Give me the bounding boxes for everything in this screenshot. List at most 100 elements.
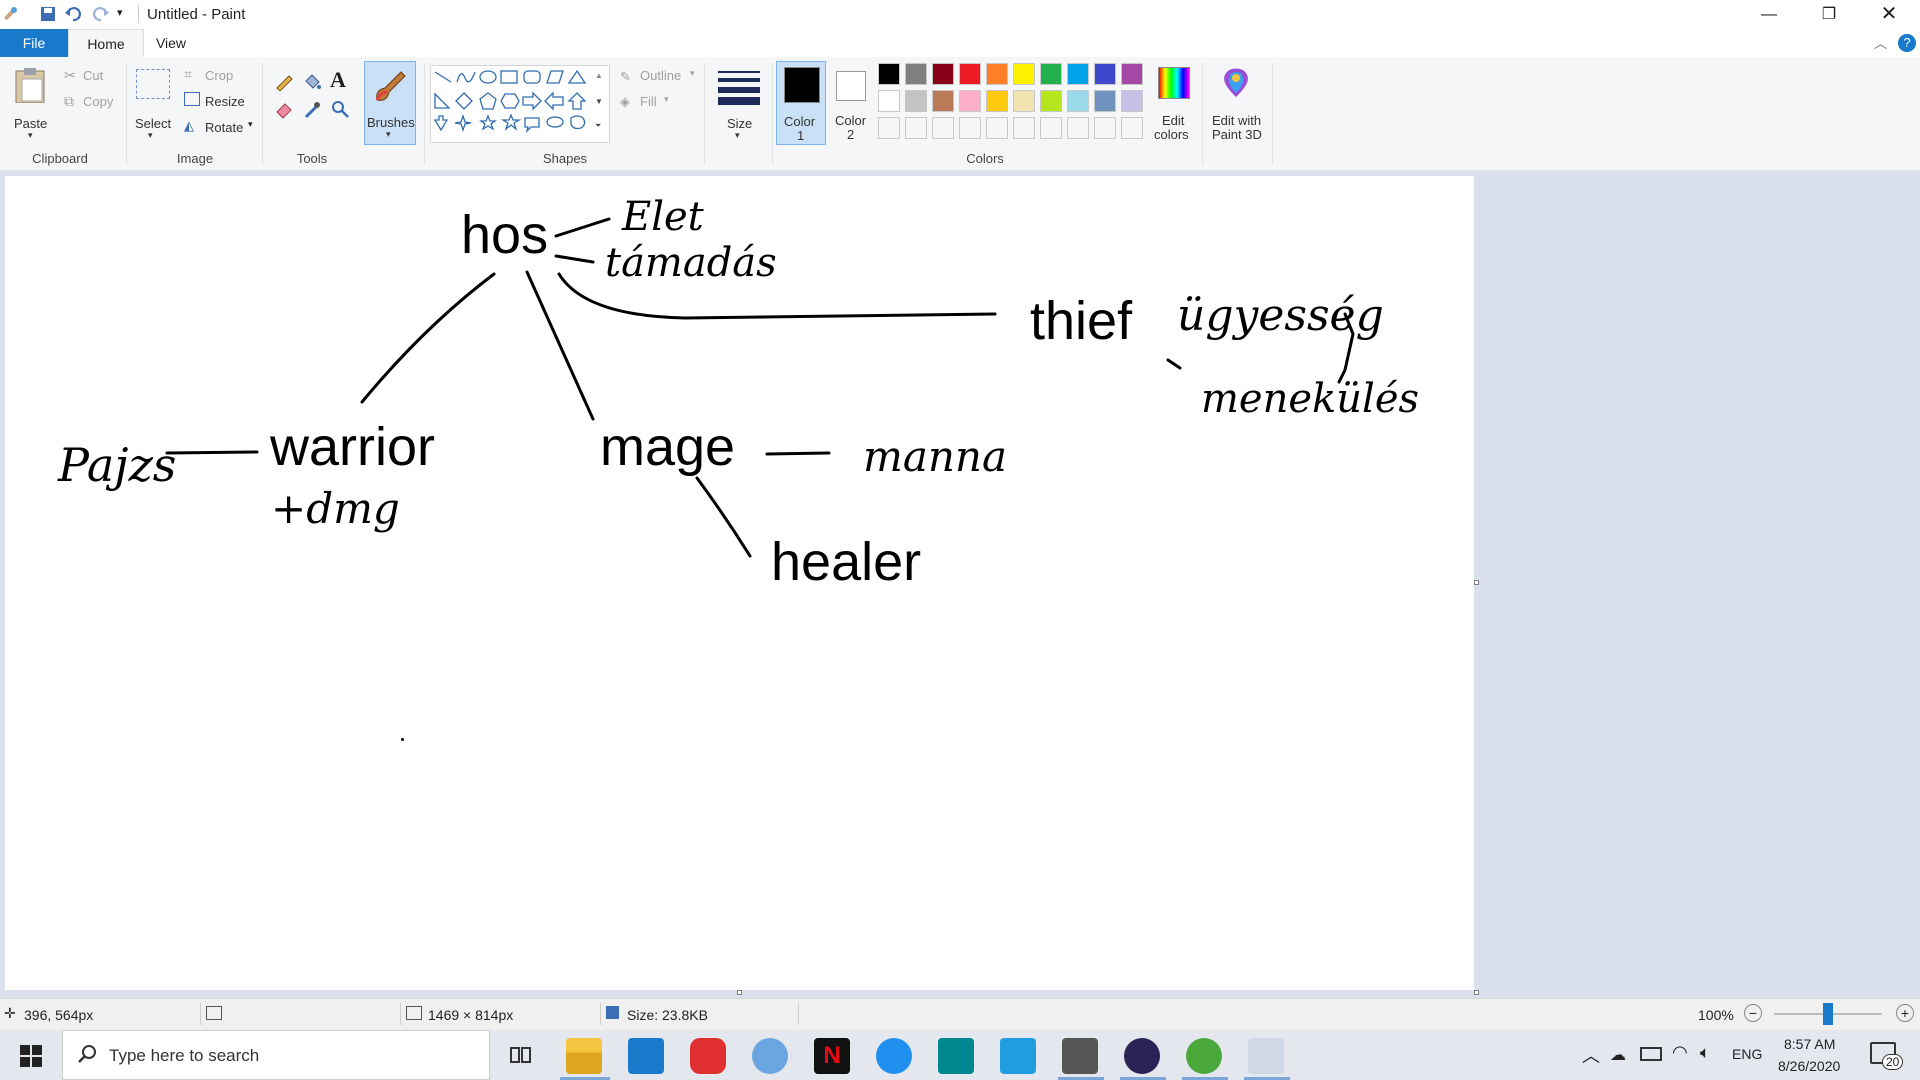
palette-empty-swatch[interactable] [1067,117,1089,139]
tab-home[interactable]: Home [68,29,144,58]
color1-button[interactable]: Color 1 [776,61,826,145]
palette-swatch[interactable] [1040,90,1062,112]
palette-empty-swatch[interactable] [1121,117,1143,139]
palette-empty-swatch[interactable] [986,117,1008,139]
cut-icon[interactable]: ✂ [64,67,76,83]
size-button[interactable]: Size ▾ [714,63,764,143]
eclipse-icon[interactable] [1124,1038,1160,1074]
undo-icon[interactable] [64,5,82,23]
drawing-canvas[interactable]: hos thief warrior mage healer Elet támad… [5,176,1474,990]
volume-icon[interactable]: 🔈︎ [1700,1043,1711,1062]
windows-start-icon[interactable] [20,1045,42,1072]
redo-icon[interactable] [92,5,110,23]
edit-with-paint3d-button[interactable]: Edit with Paint 3D [1206,61,1266,145]
palette-swatch[interactable] [932,63,954,85]
outline-icon[interactable]: ✎ [620,69,631,84]
palette-swatch[interactable] [1013,63,1035,85]
task-view-icon[interactable] [510,1045,532,1070]
canvas-resize-handle-right[interactable] [1474,580,1479,585]
palette-swatch[interactable] [905,90,927,112]
instagram-app-icon[interactable] [1000,1038,1036,1074]
fill-dropdown-icon[interactable]: ▾ [664,94,669,104]
palette-swatch[interactable] [1067,90,1089,112]
palette-swatch[interactable] [959,90,981,112]
minimize-button[interactable]: — [1761,6,1777,23]
arduino-icon[interactable] [938,1038,974,1074]
tab-file[interactable]: File [0,29,68,57]
help-icon[interactable]: ? [1898,34,1916,52]
brushes-button[interactable]: Brushes ▾ [364,61,416,145]
crop-button[interactable]: Crop [205,68,234,83]
palette-empty-swatch[interactable] [1013,117,1035,139]
clock-date[interactable]: 8/26/2020 [1778,1058,1841,1074]
fill-bucket-icon[interactable] [302,71,322,96]
close-button[interactable]: ✕ [1880,3,1898,25]
taskbar-search-box[interactable]: Type here to search [62,1030,490,1080]
crop-icon[interactable]: ⌗ [184,66,192,82]
quick-access-dropdown-icon[interactable]: ▾ [117,7,123,19]
vivaldi-browser-icon[interactable] [690,1038,726,1074]
tab-view[interactable]: View [155,35,187,51]
rotate-dropdown-icon[interactable]: ▾ [248,119,253,129]
resize-button[interactable]: Resize [205,94,245,109]
palette-empty-swatch[interactable] [1094,117,1116,139]
eraser-icon[interactable] [274,99,294,124]
messenger-icon[interactable] [876,1038,912,1074]
battery-icon[interactable] [1640,1047,1662,1061]
text-tool-icon[interactable]: A [330,67,346,92]
fill-icon[interactable]: ◈ [620,94,630,109]
netflix-icon[interactable]: N [814,1038,850,1074]
shapes-gallery[interactable]: ▲ ▼ ⏷ [430,65,610,143]
palette-swatch[interactable] [932,90,954,112]
utorrent-icon[interactable] [1186,1038,1222,1074]
language-indicator[interactable]: ENG [1732,1046,1763,1062]
save-icon[interactable] [40,6,56,22]
copy-icon[interactable]: ⧉ [64,93,74,109]
resize-icon[interactable] [184,92,200,106]
show-hidden-icons-icon[interactable]: ︿ [1582,1046,1600,1066]
zoom-out-button[interactable]: − [1744,1004,1762,1022]
palette-swatch[interactable] [1094,63,1116,85]
outline-button[interactable]: Outline [640,68,682,83]
canvas-resize-handle-corner[interactable] [1474,990,1479,995]
magnifier-icon[interactable] [330,99,350,124]
maximize-button[interactable]: ❐ [1821,6,1837,23]
wifi-icon[interactable]: ◠ [1672,1042,1688,1062]
palette-swatch[interactable] [986,63,1008,85]
color2-button[interactable]: Color 2 [828,61,874,145]
rotate-icon[interactable]: ◭ [184,118,194,133]
palette-swatch[interactable] [905,63,927,85]
palette-empty-swatch[interactable] [878,117,900,139]
drop-app-icon[interactable] [752,1038,788,1074]
onedrive-icon[interactable]: ☁ [1610,1047,1626,1064]
edit-colors-button[interactable]: Edit colors [1152,61,1194,145]
paste-button[interactable]: Paste ▾ [8,63,54,143]
palette-swatch[interactable] [986,90,1008,112]
paint-app-icon[interactable] [2,6,18,22]
collapse-ribbon-icon[interactable]: ︿ [1874,36,1888,51]
palette-empty-swatch[interactable] [905,117,927,139]
palette-swatch[interactable] [878,90,900,112]
zoom-in-button[interactable]: + [1896,1004,1914,1022]
palette-swatch[interactable] [878,63,900,85]
palette-swatch[interactable] [959,63,981,85]
copy-button[interactable]: Copy [83,94,114,109]
palette-empty-swatch[interactable] [932,117,954,139]
palette-swatch[interactable] [1121,90,1143,112]
palette-empty-swatch[interactable] [1040,117,1062,139]
canvas-resize-handle-bottom[interactable] [737,990,742,995]
fill-button[interactable]: Fill [640,94,657,109]
color-picker-icon[interactable] [302,99,322,124]
calculator-icon[interactable] [1062,1038,1098,1074]
rotate-button[interactable]: Rotate [205,120,244,135]
outline-dropdown-icon[interactable]: ▾ [690,68,695,78]
palette-empty-swatch[interactable] [959,117,981,139]
palette-swatch[interactable] [1121,63,1143,85]
palette-swatch[interactable] [1067,63,1089,85]
mail-icon[interactable] [628,1038,664,1074]
cut-button[interactable]: Cut [83,68,104,83]
pencil-icon[interactable] [274,71,294,96]
zoom-slider-thumb[interactable] [1823,1003,1833,1025]
palette-swatch[interactable] [1013,90,1035,112]
clock-time[interactable]: 8:57 AM [1784,1036,1836,1052]
